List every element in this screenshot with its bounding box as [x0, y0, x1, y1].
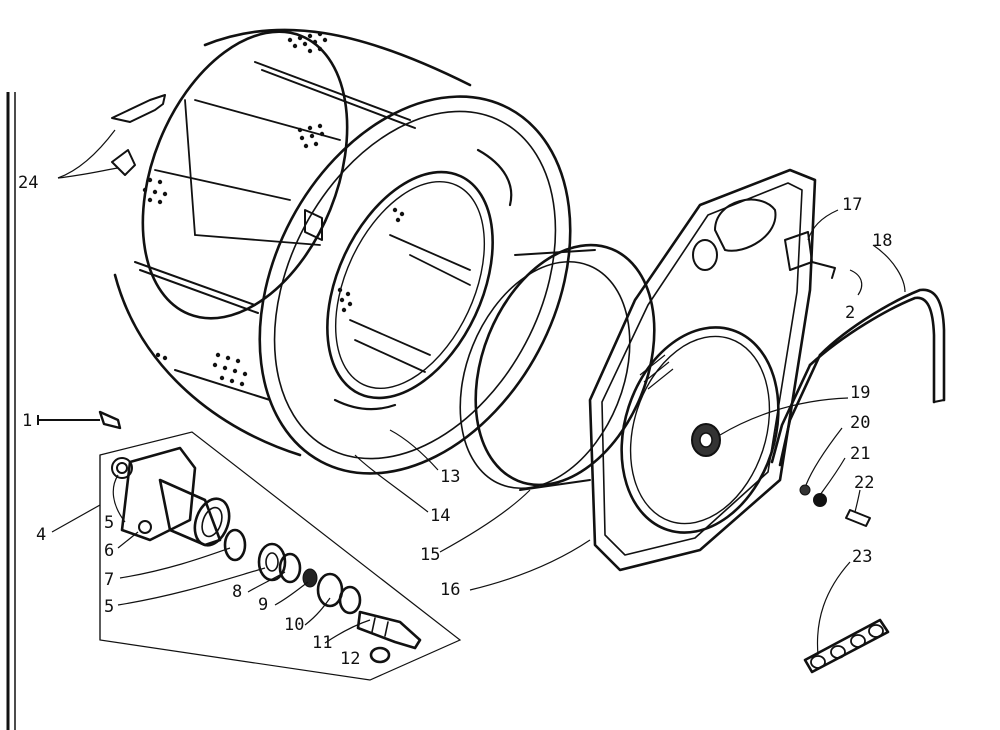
callout-8: 8	[232, 582, 242, 602]
callout-4: 4	[36, 525, 46, 545]
callout-19: 19	[850, 383, 870, 403]
callout-10: 10	[284, 615, 304, 635]
callout-9: 9	[258, 595, 268, 615]
bearing-housing	[111, 446, 231, 547]
callout-2: 2	[845, 303, 855, 323]
drum-seal-part-15	[459, 243, 656, 491]
callout-labels: 24 1 4 5 6 7 5 8 9 10 11 12 13 14 15 16 …	[18, 173, 892, 669]
callout-17: 17	[842, 195, 862, 215]
callout-16: 16	[440, 580, 460, 600]
callout-13: 13	[440, 467, 460, 487]
callout-20: 20	[850, 413, 870, 433]
screw-part-1	[37, 410, 122, 430]
part-23-strip	[803, 618, 890, 674]
rear-bulkhead-part-16	[588, 168, 836, 572]
callout-7: 7	[104, 570, 114, 590]
leader-lines	[51, 129, 906, 656]
callout-15: 15	[420, 545, 440, 565]
callout-23: 23	[852, 547, 872, 567]
support-bracket-part-18	[770, 288, 946, 467]
callout-18: 18	[872, 231, 892, 251]
callout-1: 1	[22, 411, 32, 431]
callout-21: 21	[850, 444, 870, 464]
callout-5a: 5	[104, 513, 114, 533]
bearing-assembly-box	[99, 431, 462, 681]
clip-part-24	[111, 94, 166, 176]
small-fasteners	[799, 484, 871, 527]
callout-11: 11	[312, 633, 332, 653]
callout-22: 22	[854, 473, 874, 493]
callout-6: 6	[104, 541, 114, 561]
callout-12: 12	[340, 649, 360, 669]
callout-14: 14	[430, 506, 450, 526]
callout-24: 24	[18, 173, 38, 193]
bearing-parts	[223, 528, 422, 664]
perforation-dots	[142, 31, 405, 387]
page-border	[6, 92, 16, 730]
dryer-drum	[113, 28, 572, 475]
callout-5b: 5	[104, 597, 114, 617]
